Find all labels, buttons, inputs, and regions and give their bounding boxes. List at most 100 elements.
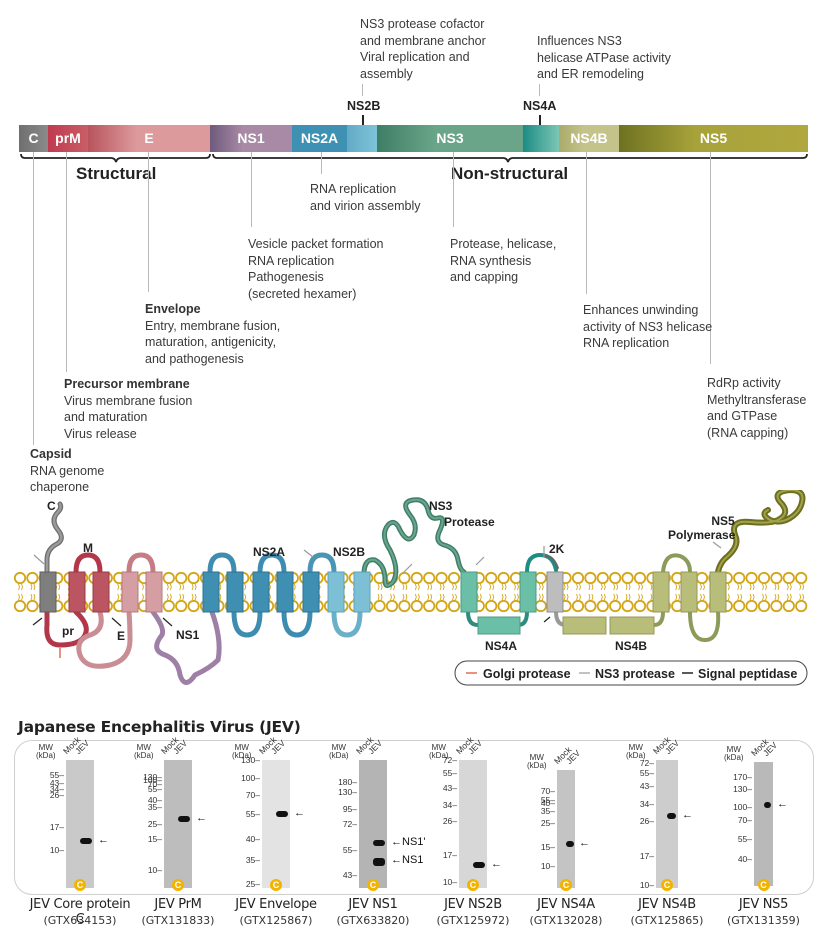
catalog-number[interactable]: (GTX125865) bbox=[630, 914, 704, 927]
lipid-head bbox=[435, 571, 448, 585]
note-line: and pathogenesis bbox=[145, 351, 244, 366]
lipid-tail bbox=[774, 583, 780, 601]
ns2b-loop bbox=[307, 552, 337, 575]
ns2a-loop bbox=[281, 609, 313, 638]
ns2b-description: NS3 protease cofactor and membrane ancho… bbox=[360, 16, 486, 82]
protein-band bbox=[80, 837, 92, 844]
protein-band bbox=[763, 802, 772, 809]
mw-label: MW bbox=[38, 743, 53, 752]
validated-badge-icon: C bbox=[172, 879, 184, 891]
label-2k: 2K bbox=[549, 542, 565, 556]
ns2b-callout-label: NS2B bbox=[347, 99, 381, 113]
label-c: C bbox=[47, 499, 56, 513]
catalog-number[interactable]: (GTX125867) bbox=[239, 914, 313, 927]
lipid-head bbox=[621, 599, 634, 613]
mw-marker: 25– bbox=[245, 879, 260, 890]
lipid-tail bbox=[749, 583, 755, 601]
lipid-head bbox=[162, 599, 175, 613]
lipid-tail bbox=[427, 583, 433, 601]
ns2a-tm-helix bbox=[226, 571, 244, 613]
note-line: Virus release bbox=[64, 426, 137, 441]
ns4a-callout-label: NS4A bbox=[523, 99, 557, 113]
legend-box bbox=[454, 660, 808, 686]
note-line: (secreted hexamer) bbox=[248, 286, 357, 301]
mw-marker: 100– bbox=[143, 775, 162, 786]
lipid-tail bbox=[563, 583, 569, 601]
mw-marker: 17– bbox=[442, 849, 457, 860]
segment-c bbox=[19, 125, 48, 152]
lipid-head bbox=[13, 571, 27, 585]
ns4a-tick bbox=[539, 115, 541, 125]
lipid-head bbox=[757, 599, 771, 613]
antibody-name[interactable]: JEV Envelope bbox=[235, 897, 317, 912]
lipid-tail bbox=[538, 583, 544, 601]
mw-label: MW bbox=[431, 743, 446, 752]
mw-marker: 10– bbox=[639, 880, 654, 891]
label-ns3: NS3 bbox=[429, 499, 453, 513]
kda-label: (kDa) bbox=[36, 751, 56, 760]
note-line: Entry, membrane fusion, bbox=[145, 318, 281, 333]
antibody-name[interactable]: JEV NS5 bbox=[738, 897, 789, 912]
mw-marker: 55– bbox=[639, 767, 654, 778]
antibody-name[interactable]: JEV NS4A bbox=[537, 897, 595, 912]
ns3-highlight bbox=[363, 498, 465, 587]
lipid-tail bbox=[514, 583, 519, 601]
precursor-membrane-description: Precursor membrane Virus membrane fusion… bbox=[64, 376, 192, 442]
ns5-leader-line bbox=[710, 152, 711, 364]
note-title: Capsid bbox=[30, 447, 72, 461]
blot-membrane bbox=[262, 760, 290, 888]
lipid-tail bbox=[55, 583, 61, 601]
mw-marker: 72– bbox=[442, 755, 457, 765]
lipid-tail bbox=[30, 583, 36, 601]
label-ns2a: NS2A bbox=[253, 545, 285, 559]
group-braces bbox=[20, 153, 808, 163]
antibody-name[interactable]: JEV PrM bbox=[154, 897, 202, 912]
note-line: RNA replication bbox=[583, 336, 670, 350]
mw-header: MW(kDa) bbox=[724, 746, 744, 762]
kda-label: (kDa) bbox=[134, 751, 154, 760]
antibody-name[interactable]: JEV NS2B bbox=[444, 897, 502, 912]
catalog-number[interactable]: (GTX633820) bbox=[336, 914, 410, 927]
ns2a-description: RNA replication and virion assembly bbox=[310, 181, 420, 214]
mw-header: MW(kDa) bbox=[329, 744, 349, 760]
lipid-tail bbox=[117, 583, 123, 601]
antibody-name[interactable]: JEV NS1 bbox=[348, 897, 398, 912]
blots-panel-frame bbox=[14, 740, 814, 895]
lipid-tail bbox=[737, 583, 743, 601]
cleavage-arrows bbox=[32, 541, 722, 658]
m-loop bbox=[73, 552, 103, 575]
lipid-head bbox=[621, 571, 634, 585]
legend-signal-peptidase: Signal peptidase bbox=[698, 667, 797, 681]
protein-band bbox=[373, 840, 385, 847]
catalog-number[interactable]: (GTX132028) bbox=[529, 914, 603, 927]
signal-peptidase-arrow bbox=[162, 617, 173, 627]
prm-leader-line bbox=[66, 152, 67, 372]
band-arrow: ← bbox=[196, 811, 207, 824]
mw-marker: 43– bbox=[639, 780, 654, 791]
lipid-tail bbox=[613, 583, 619, 601]
lipid-head bbox=[795, 599, 808, 613]
catalog-number[interactable]: (GTX634153) bbox=[43, 914, 117, 927]
ns4a-amphipathic-helix bbox=[477, 616, 521, 635]
note-title: Precursor membrane bbox=[64, 377, 190, 391]
antibody-name[interactable]: JEV NS4B bbox=[638, 897, 696, 912]
lipid-tail bbox=[18, 583, 23, 601]
mw-marker: 34– bbox=[442, 799, 457, 810]
e-leader-line bbox=[148, 152, 149, 292]
lipid-head bbox=[175, 571, 188, 585]
lipid-tail bbox=[476, 583, 482, 601]
ns4b-tm-helix bbox=[680, 571, 698, 613]
ns1-description: Vesicle packet formation RNA replication… bbox=[248, 236, 384, 302]
catalog-number[interactable]: (GTX125972) bbox=[436, 914, 510, 927]
structural-label: Structural bbox=[76, 164, 157, 183]
validated-badge-icon: C bbox=[74, 879, 86, 891]
lipid-head bbox=[745, 571, 758, 585]
mw-marker: 180– bbox=[338, 776, 357, 787]
catalog-number[interactable]: (GTX131833) bbox=[141, 914, 215, 927]
segment-ns4a bbox=[523, 125, 559, 152]
antibody-name[interactable]: JEV Core protein C bbox=[29, 897, 131, 927]
lipid-head bbox=[609, 599, 622, 613]
label-ns5-polymerase: Polymerase bbox=[668, 528, 736, 542]
ns2a-tm-helix bbox=[302, 571, 320, 613]
catalog-number[interactable]: (GTX131359) bbox=[727, 914, 800, 927]
